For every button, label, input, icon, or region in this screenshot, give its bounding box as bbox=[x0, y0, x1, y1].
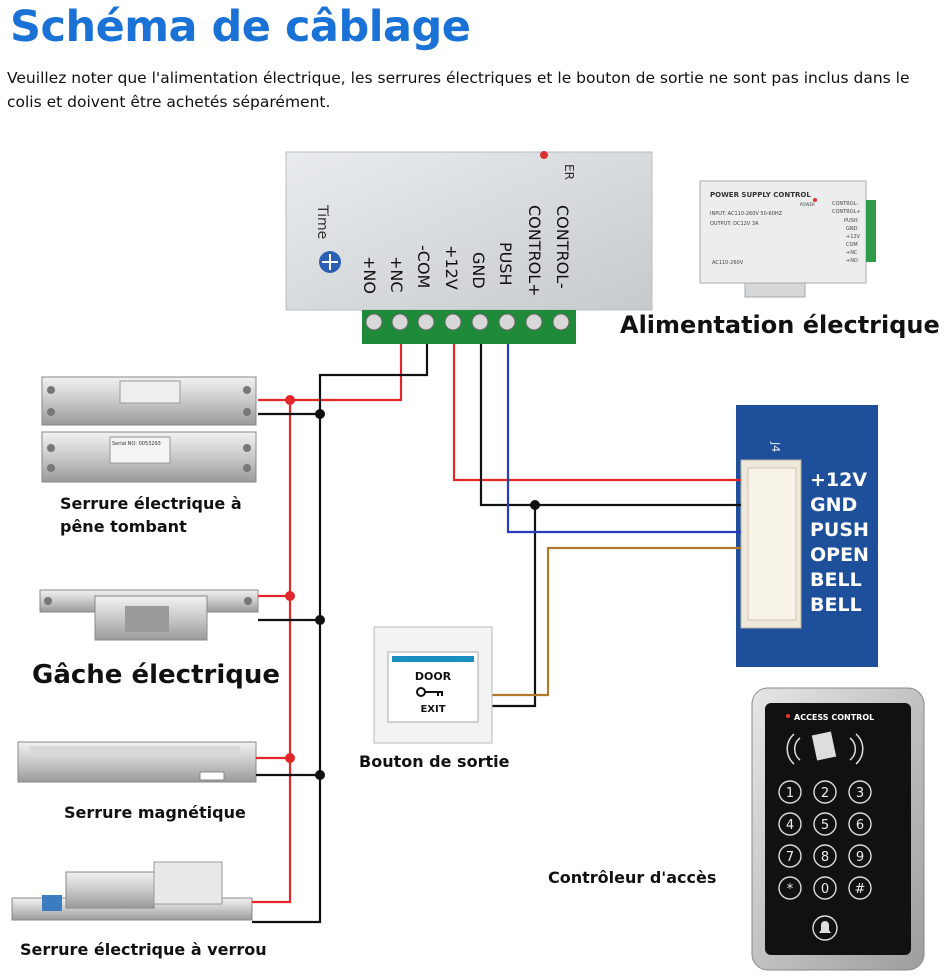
key-label: 6 bbox=[856, 818, 864, 833]
thumb-model: AC110-260V bbox=[712, 260, 744, 266]
key-label: # bbox=[855, 882, 866, 897]
key-label: 9 bbox=[856, 850, 864, 865]
connector-pin-label: BELL bbox=[810, 594, 862, 616]
drop-bolt-label-line1: Serrure électrique à bbox=[60, 494, 242, 513]
connector-pin-label: GND bbox=[810, 494, 857, 516]
exit-button-text-bottom: EXIT bbox=[420, 704, 445, 715]
lock-plate-text: Serial NO: 0053293 bbox=[112, 441, 161, 447]
bolt-lock-label: Serrure électrique à verrou bbox=[20, 940, 267, 959]
bell-icon bbox=[812, 915, 838, 941]
magnetic-lock-label: Serrure magnétique bbox=[64, 803, 246, 822]
keypad-keys bbox=[778, 780, 872, 900]
exit-button: DOOR EXIT bbox=[373, 626, 493, 744]
thumb-led-icon bbox=[813, 198, 817, 202]
ps-terminal-label: +12V bbox=[442, 245, 461, 290]
key-icon bbox=[416, 687, 443, 697]
thumb-terminal: CONTROL+ bbox=[832, 209, 861, 215]
key-label: 7 bbox=[786, 850, 794, 865]
thumb-terminal: CONTROL- bbox=[832, 201, 858, 207]
key-label: 5 bbox=[821, 818, 829, 833]
key-label: 4 bbox=[786, 818, 794, 833]
power-supply-label: Alimentation électrique bbox=[620, 311, 940, 339]
key-label: 0 bbox=[821, 882, 829, 897]
thumb-terminal: COM bbox=[846, 242, 858, 248]
svg-text:ER: ER bbox=[562, 164, 576, 180]
thumb-terminal: +NO bbox=[846, 258, 858, 264]
wiring bbox=[252, 344, 741, 924]
connector-pin-label: PUSH bbox=[810, 519, 869, 541]
access-controller-label: Contrôleur d'accès bbox=[548, 868, 717, 887]
ps-terminal-label: CONTROL+ bbox=[525, 205, 544, 297]
controller-connector-board: J4 +12V GND PUSH OPEN BELL BELL bbox=[736, 405, 878, 667]
ps-terminal-label: PUSH bbox=[496, 242, 515, 286]
bolt-lock bbox=[11, 861, 253, 921]
power-supply-thumbnail: POWER SUPPLY CONTROL INPUT: AC110-260V 5… bbox=[699, 180, 876, 298]
key-label: 8 bbox=[821, 850, 829, 865]
ps-terminal-label: GND bbox=[469, 252, 488, 289]
exit-button-label: Bouton de sortie bbox=[359, 752, 510, 771]
thumb-terminal: PUSH bbox=[844, 218, 858, 224]
svg-text:J4: J4 bbox=[769, 441, 782, 452]
page-title: Schéma de câblage bbox=[10, 2, 471, 52]
exit-button-text-top: DOOR bbox=[415, 670, 452, 683]
rfid-icon bbox=[786, 731, 864, 765]
drop-bolt-lock: Serial NO: 0053293 bbox=[41, 376, 257, 483]
access-keypad: ACCESS CONTROL 1 2 3 4 5 6 7 8 9 bbox=[751, 687, 925, 971]
connector-pin-label: +12V bbox=[810, 469, 867, 491]
connector-pin-label: OPEN bbox=[810, 544, 869, 566]
disclaimer-note: Veuillez noter que l'alimentation électr… bbox=[7, 69, 910, 111]
key-label: 3 bbox=[856, 786, 864, 801]
thumb-terminal: +12V bbox=[846, 234, 861, 240]
magnetic-lock bbox=[17, 741, 257, 783]
thumb-terminal: GND bbox=[846, 226, 858, 232]
ps-terminal-label: +NO bbox=[360, 256, 379, 294]
electric-strike bbox=[39, 589, 259, 641]
drop-bolt-label-line2: pêne tombant bbox=[60, 517, 187, 536]
ps-terminal-label: CONTROL- bbox=[553, 205, 572, 289]
key-label: 2 bbox=[821, 786, 829, 801]
power-supply: ER Time +NO +NC -COM +12V GND PUSH CONTR… bbox=[285, 151, 653, 344]
thumb-output: OUTPUT: DC12V 3A bbox=[710, 221, 759, 227]
status-led-icon bbox=[786, 714, 790, 718]
thumb-input: INPUT: AC110-260V 50-60HZ bbox=[710, 211, 783, 217]
key-label: * bbox=[787, 882, 794, 897]
power-led-icon bbox=[540, 151, 548, 159]
ps-terminal-label: -COM bbox=[414, 245, 433, 288]
thumb-power: POWER bbox=[800, 202, 815, 207]
time-label: Time bbox=[314, 204, 330, 239]
electric-strike-label: Gâche électrique bbox=[32, 660, 281, 690]
thumb-terminal: +NC bbox=[846, 250, 858, 256]
keypad-brand: ACCESS CONTROL bbox=[794, 713, 874, 722]
time-dial-icon bbox=[319, 251, 341, 273]
key-label: 1 bbox=[786, 786, 794, 801]
thumb-title: POWER SUPPLY CONTROL bbox=[710, 191, 811, 199]
connector-pin-label: BELL bbox=[810, 569, 862, 591]
junction-dots bbox=[285, 395, 540, 780]
ps-terminal-label: +NC bbox=[387, 256, 406, 293]
